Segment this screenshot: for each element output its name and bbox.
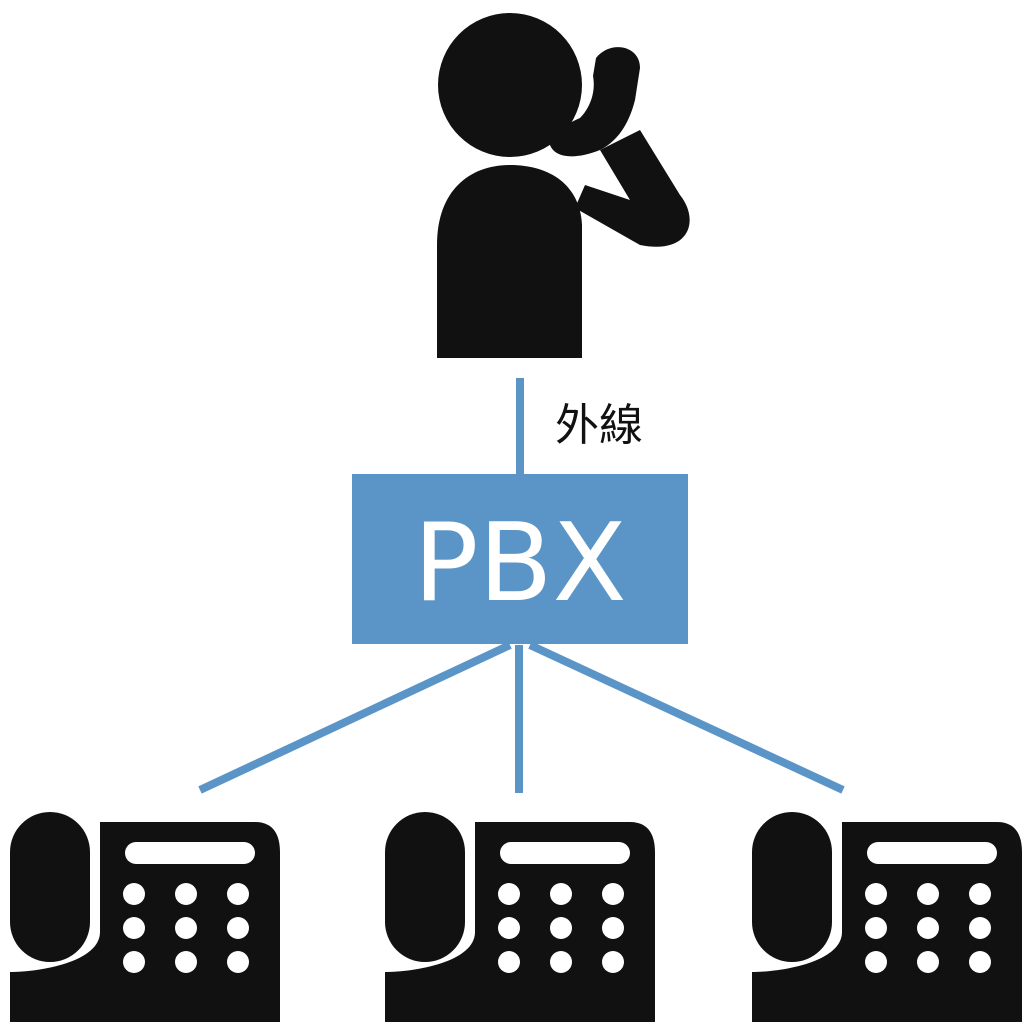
external-line-label: 外線 <box>555 400 643 451</box>
pbx-label: PBX <box>413 501 626 626</box>
connector-phone-left <box>198 641 512 794</box>
person-on-phone-icon <box>437 13 690 358</box>
desk-phone-icon <box>752 812 1022 1022</box>
pbx-box: PBX <box>352 474 688 644</box>
desk-phone-icon <box>10 812 280 1022</box>
desk-phone-icon <box>385 812 655 1022</box>
connector-phone-right <box>528 641 845 794</box>
